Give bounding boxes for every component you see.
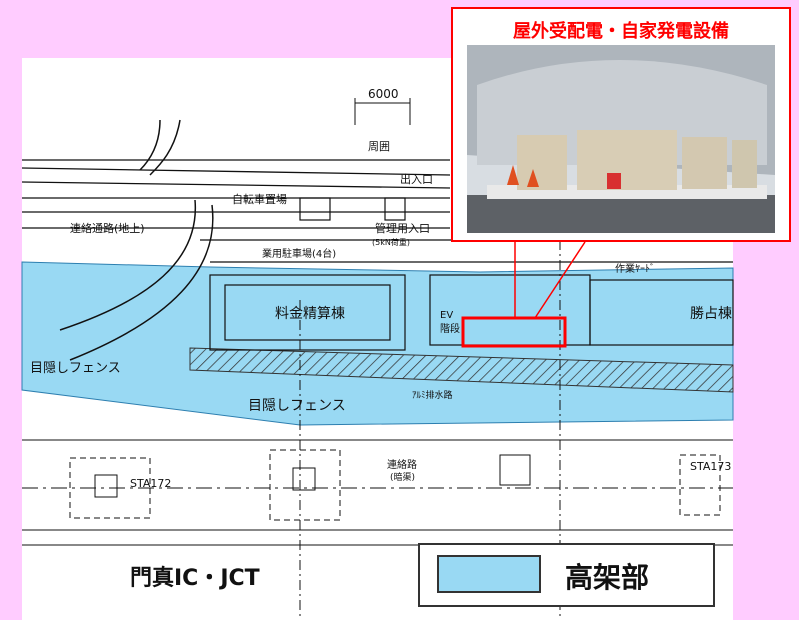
- road-lines-top: [21, 159, 733, 263]
- label-business-parking: 業用駐車場(4台): [262, 247, 336, 260]
- label-connecting-passage: 連絡通路(地上): [70, 221, 145, 235]
- label-ev: EV: [440, 310, 453, 321]
- label-waterway-sub: (暗渠): [390, 471, 415, 483]
- fence-hatch-band: [189, 347, 734, 393]
- elevated-section-area: [21, 261, 734, 426]
- label-stairs: 階段: [440, 322, 460, 335]
- label-fence-left: 目隠しフェンス: [30, 361, 121, 376]
- facility-photo: [467, 45, 775, 233]
- buildings: [209, 197, 734, 351]
- callout-title: 屋外受配電・自家発電設備: [513, 21, 729, 42]
- label-drain: ｱﾙﾐ排水路: [412, 389, 453, 401]
- label-sta172: STA172: [130, 477, 171, 490]
- legend-swatch: [437, 555, 541, 593]
- callout-target-box: [461, 316, 567, 348]
- legend-label: 高架部: [565, 561, 650, 594]
- dimension-text: 6000: [368, 87, 399, 101]
- photo-callout: 屋外受配電・自家発電設備: [451, 7, 791, 242]
- label-toll-building: 料金精算棟: [275, 306, 345, 322]
- label-mgmt-entrance-sub: (5kN荷重): [372, 237, 410, 247]
- legend-box: 高架部: [418, 543, 715, 607]
- lower-structures: [22, 240, 733, 620]
- label-right-facility: 勝占棟: [690, 306, 732, 322]
- dimension-marker: [354, 98, 411, 125]
- label-entrance: 出入口: [400, 172, 433, 186]
- location-label: 門真IC・JCT: [130, 566, 260, 591]
- callout-leader: [514, 241, 586, 319]
- label-perimeter: 周囲: [368, 140, 390, 153]
- label-work: 作業ﾔｰﾄﾞ: [615, 262, 655, 275]
- label-sta173: STA173: [690, 460, 731, 473]
- curved-road: [59, 119, 214, 361]
- label-fence-mid: 目隠しフェンス: [248, 398, 346, 414]
- label-mgmt-entrance: 管理用入口: [375, 221, 430, 235]
- label-waterway: 連絡路: [387, 458, 417, 471]
- label-bicycle-parking: 自転車置場: [232, 192, 287, 206]
